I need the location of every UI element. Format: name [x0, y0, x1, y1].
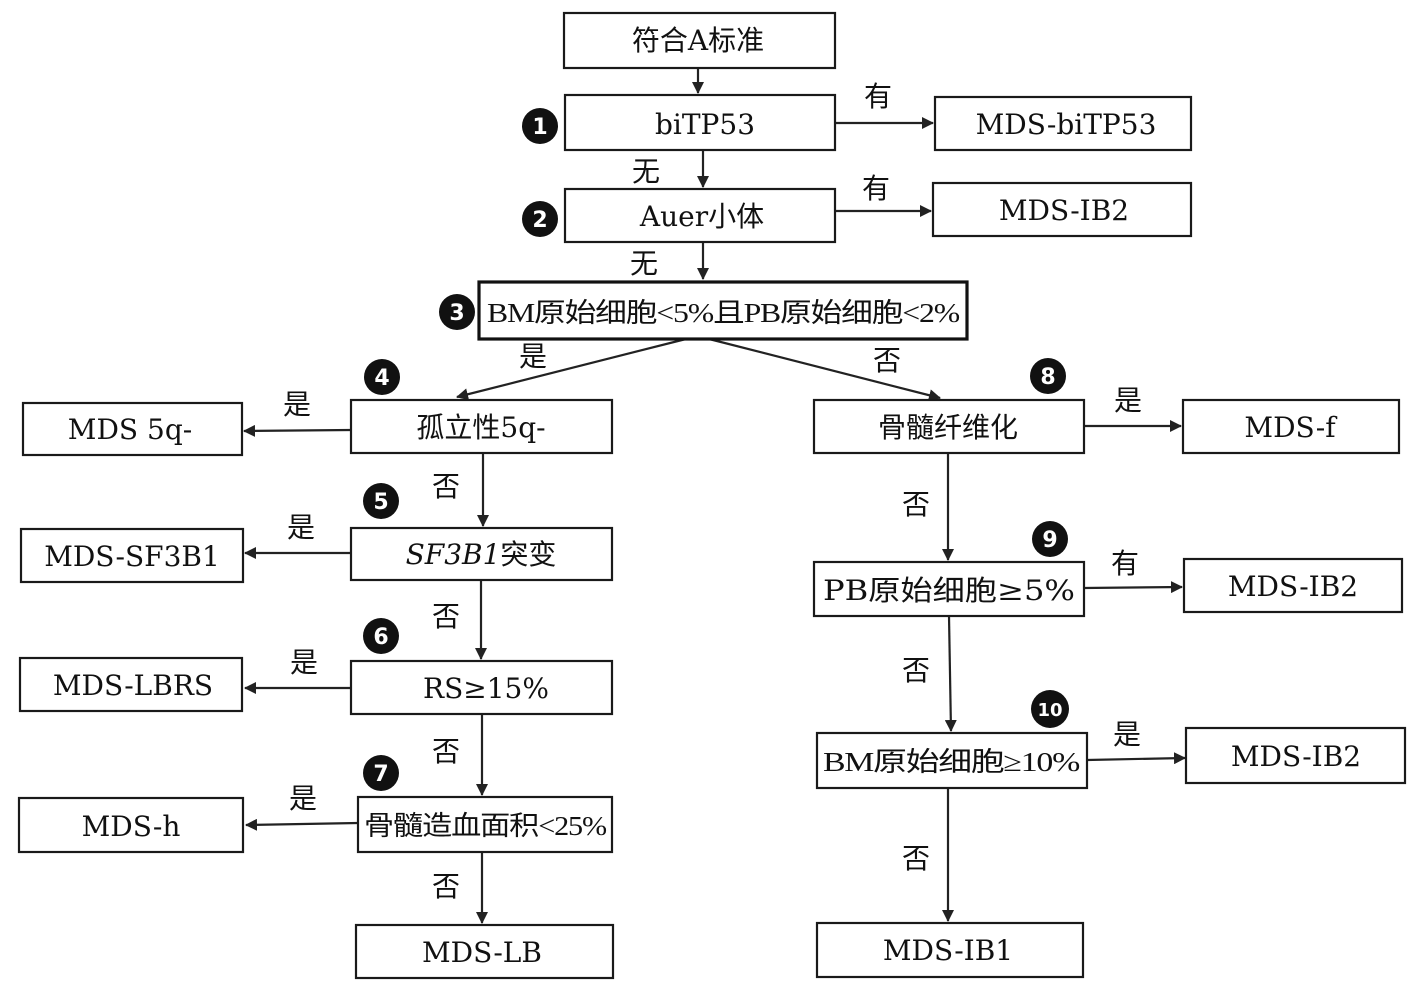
svg-text:5: 5: [373, 490, 388, 515]
node-bitp53: biTP53: [563, 93, 837, 152]
edge-label-none: 无: [632, 155, 660, 188]
edge-label-yes: 是: [1114, 384, 1142, 417]
node-mds-ib1: MDS-IB1: [815, 921, 1085, 979]
edge-label-yes: 是: [290, 646, 318, 679]
edge-label-no: 否: [432, 470, 460, 503]
node-blast-low: BM原始细胞<5%且PB原始细胞<2%: [477, 280, 969, 341]
node-blast-low-label: BM原始细胞<5%且PB原始细胞<2%: [487, 298, 960, 328]
node-mds-bitp53: MDS-biTP53: [933, 95, 1193, 152]
node-fibrosis: 骨髓纤维化: [812, 398, 1086, 455]
edge-label-have: 有: [864, 80, 892, 113]
node-rs: RS≥15%: [349, 659, 614, 716]
edge-label-no: 否: [432, 870, 460, 903]
node-fibrosis-label: 骨髓纤维化: [878, 411, 1018, 444]
edge-label-yes: 是: [1113, 718, 1141, 751]
node-mds-ib2-b: MDS-IB2: [1182, 557, 1404, 614]
edge-label-yes: 是: [283, 388, 311, 421]
node-mds-h: MDS-h: [17, 796, 245, 854]
edge-label-yes: 是: [519, 340, 547, 373]
node-mds-bitp53-label: MDS-biTP53: [976, 108, 1157, 141]
edge-label-yes: 是: [289, 782, 317, 815]
edge-label-yes: 是: [287, 511, 315, 544]
step-badge-10: 10: [1031, 690, 1069, 728]
edge-blast-low-to-del5q: [456, 337, 687, 401]
edge-label-no: 否: [902, 488, 930, 521]
node-mds-sf3b1-label: MDS-SF3B1: [44, 540, 220, 573]
node-sf3b1: SF3B1突变: [349, 526, 614, 582]
node-mds-ib2-b-label: MDS-IB2: [1228, 570, 1358, 603]
node-mds-ib2-c-label: MDS-IB2: [1231, 740, 1361, 773]
edge-labels: 有 无 有 无 是 否 是 否 是 否 是 否 是 否 是 否 有 否 是 否: [283, 80, 1142, 903]
node-auer-label: Auer小体: [639, 200, 764, 233]
node-mds-ib1-label: MDS-IB1: [883, 934, 1013, 967]
node-sf3b1-suffix: 突变: [500, 538, 556, 571]
node-mds-5q: MDS 5q-: [21, 401, 244, 457]
node-rs-label: RS≥15%: [423, 672, 549, 705]
edge-cellularity-to-mds-h: [245, 818, 359, 831]
node-mds-h-label: MDS-h: [82, 810, 181, 843]
step-badge-1: 1: [522, 108, 558, 144]
svg-text:9: 9: [1042, 528, 1057, 553]
node-mds-lb-label: MDS-LB: [422, 936, 542, 969]
node-mds-lbrs: MDS-LBRS: [18, 656, 244, 713]
node-mds-ib2-a-label: MDS-IB2: [999, 194, 1129, 227]
node-mds-lb: MDS-LB: [354, 923, 615, 980]
step-badge-6: 6: [363, 618, 399, 654]
svg-text:10: 10: [1037, 700, 1062, 721]
svg-text:4: 4: [374, 366, 389, 391]
edge-label-no: 否: [432, 735, 460, 768]
node-mds-lbrs-label: MDS-LBRS: [53, 669, 213, 702]
svg-text:3: 3: [449, 301, 464, 326]
edge-label-none: 无: [630, 247, 658, 280]
node-bm-blast-label: BM原始细胞≥10%: [823, 747, 1080, 777]
node-mds-f-label: MDS-f: [1244, 411, 1338, 444]
nodes: 符合A标准 biTP53 MDS-biTP53 Auer小体 MDS-IB2 B…: [17, 11, 1407, 980]
svg-text:6: 6: [373, 625, 388, 650]
edge-pb-blast-to-mds-ib2: [1083, 581, 1183, 594]
node-sf3b1-label: SF3B1突变: [406, 538, 557, 571]
node-start-label: 符合A标准: [632, 24, 764, 57]
step-badge-8: 8: [1030, 358, 1066, 394]
node-bm-blast: BM原始细胞≥10%: [815, 731, 1089, 790]
node-del5q-label: 孤立性5q-: [416, 411, 545, 444]
edge-label-no: 否: [873, 344, 901, 377]
node-auer: Auer小体: [563, 187, 837, 244]
step-badge-7: 7: [363, 755, 399, 791]
edge-label-no: 否: [432, 600, 460, 633]
edge-label-no: 否: [902, 842, 930, 875]
step-badge-4: 4: [364, 359, 400, 395]
step-badges: 1 2 3 4 5 6 7 8: [363, 108, 1069, 791]
step-badge-5: 5: [363, 483, 399, 519]
node-start: 符合A标准: [562, 11, 837, 70]
node-pb-blast: PB原始细胞≥5%: [812, 560, 1086, 618]
edge-label-have: 有: [1111, 547, 1139, 580]
edge-blast-low-to-fibrosis: [708, 337, 941, 402]
node-bitp53-label: biTP53: [655, 108, 755, 141]
edge-del5q-to-mds-5q: [243, 424, 352, 437]
node-mds-ib2-a: MDS-IB2: [931, 181, 1193, 238]
edge-bm-blast-to-mds-ib2: [1086, 752, 1186, 765]
edge-label-no: 否: [902, 654, 930, 687]
edges: [243, 68, 1186, 924]
svg-text:1: 1: [532, 115, 547, 140]
step-badge-3: 3: [439, 294, 475, 330]
svg-text:2: 2: [532, 208, 547, 233]
step-badge-9: 9: [1032, 521, 1068, 557]
edge-label-have: 有: [862, 172, 890, 205]
node-sf3b1-gene: SF3B1: [406, 538, 501, 571]
node-del5q: 孤立性5q-: [349, 398, 614, 455]
node-cellularity-label: 骨髓造血面积<25%: [364, 811, 607, 841]
node-mds-f: MDS-f: [1181, 398, 1401, 455]
node-cellularity: 骨髓造血面积<25%: [356, 795, 614, 854]
svg-text:8: 8: [1040, 365, 1055, 390]
edge-pb-blast-to-bm-blast: [944, 615, 957, 732]
svg-text:7: 7: [373, 762, 388, 787]
node-mds-ib2-c: MDS-IB2: [1184, 726, 1407, 785]
node-mds-5q-label: MDS 5q-: [68, 413, 192, 446]
node-mds-sf3b1: MDS-SF3B1: [19, 527, 245, 584]
step-badge-2: 2: [522, 201, 558, 237]
node-pb-blast-label: PB原始细胞≥5%: [823, 574, 1075, 607]
